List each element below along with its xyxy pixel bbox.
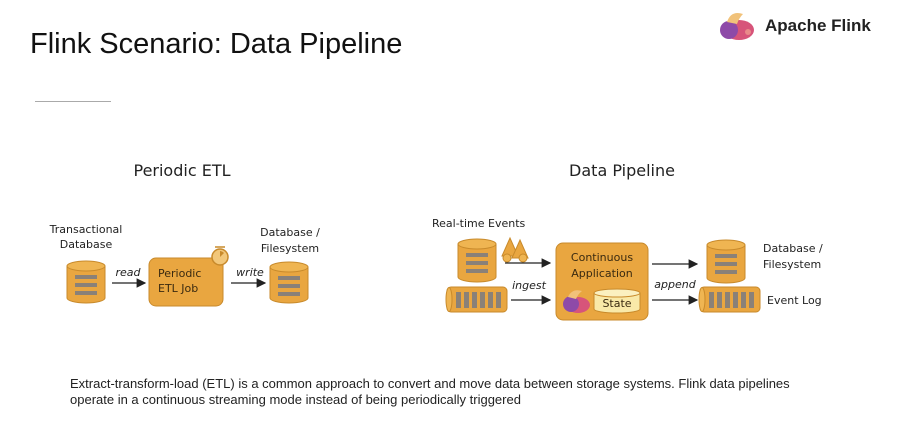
write-label: write bbox=[236, 266, 264, 279]
event-sources-icon bbox=[501, 236, 529, 263]
sink-database-icon bbox=[269, 261, 309, 304]
append-label: append bbox=[654, 278, 696, 291]
sink-label-2: Filesystem bbox=[261, 242, 319, 255]
flink-squirrel-icon bbox=[563, 290, 590, 313]
apache-flink-logo: Apache Flink bbox=[717, 10, 871, 42]
transactional-database-icon bbox=[66, 260, 106, 304]
flink-squirrel-icon bbox=[720, 13, 754, 40]
periodic-etl-job-box bbox=[148, 257, 224, 307]
stopwatch-icon bbox=[211, 246, 229, 266]
title-divider bbox=[35, 101, 111, 102]
data-pipeline-heading: Data Pipeline bbox=[569, 161, 675, 180]
sink-label-1: Database / bbox=[260, 226, 320, 239]
app-label-1: Continuous bbox=[571, 251, 633, 264]
periodic-etl-heading: Periodic ETL bbox=[133, 161, 230, 180]
job-label-2: ETL Job bbox=[158, 282, 198, 295]
real-time-events-label: Real-time Events bbox=[432, 217, 526, 230]
source-label-1: Transactional bbox=[49, 223, 123, 236]
event-log-source-icon bbox=[445, 286, 508, 313]
slide-caption: Extract-transform-load (ETL) is a common… bbox=[70, 376, 790, 407]
event-log-sink-icon bbox=[698, 286, 761, 313]
job-label-1: Periodic bbox=[158, 267, 201, 280]
read-label: read bbox=[115, 266, 141, 279]
state-store-icon bbox=[593, 288, 641, 314]
pipeline-sink-label-1: Database / bbox=[763, 242, 823, 255]
source-label-2: Database bbox=[60, 238, 113, 251]
logo-text: Apache Flink bbox=[765, 16, 871, 35]
app-label-2: Application bbox=[571, 267, 632, 280]
slide-title: Flink Scenario: Data Pipeline bbox=[30, 28, 403, 60]
ingest-label: ingest bbox=[512, 279, 547, 292]
pipeline-sink-database-icon bbox=[706, 239, 746, 284]
event-log-label: Event Log bbox=[767, 294, 822, 307]
events-database-icon bbox=[457, 238, 497, 283]
state-label: State bbox=[602, 297, 631, 310]
pipeline-sink-label-2: Filesystem bbox=[763, 258, 821, 271]
